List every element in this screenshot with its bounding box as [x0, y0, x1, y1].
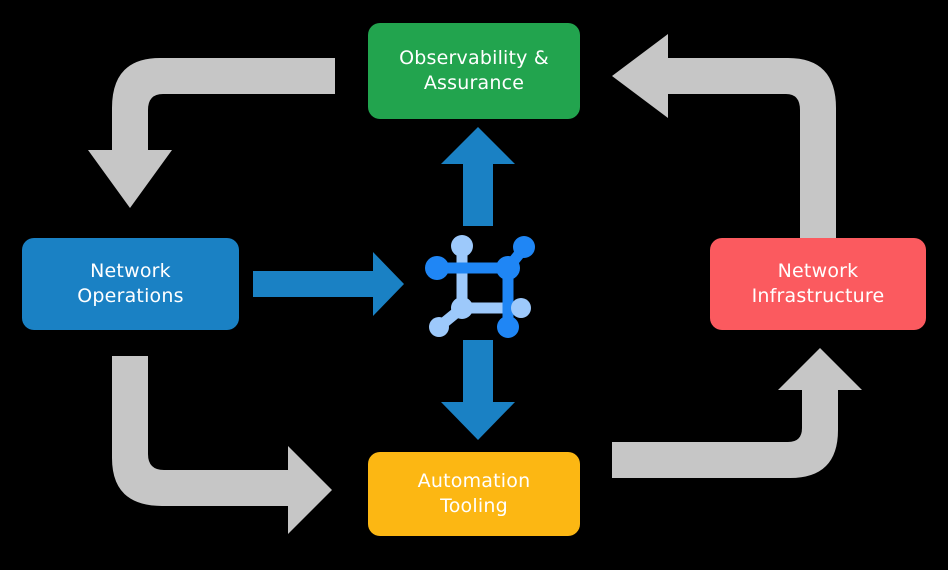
node-network-operations[interactable]: Network Operations — [22, 238, 239, 330]
node-operations-label: Network Operations — [77, 259, 184, 307]
arrow-automation-to-infrastructure — [612, 348, 862, 478]
arrow-observability-to-operations — [88, 58, 335, 208]
topology-nodes-primary — [425, 236, 535, 338]
arrow-infrastructure-to-observability — [612, 34, 836, 242]
node-observability-assurance[interactable]: Observability & Assurance — [368, 23, 580, 119]
node-automation-label: Automation Tooling — [417, 469, 531, 517]
arrow-center-to-observability — [441, 127, 515, 226]
arrow-center-to-automation — [441, 340, 515, 440]
node-network-infrastructure[interactable]: Network Infrastructure — [710, 238, 926, 330]
topology-nodes-secondary — [429, 235, 531, 337]
node-infrastructure-label: Network Infrastructure — [751, 259, 885, 307]
arrow-operations-to-center — [253, 252, 404, 316]
arrow-operations-to-automation — [112, 356, 332, 534]
node-observability-label: Observability & Assurance — [399, 46, 549, 94]
network-topology-icon — [420, 220, 540, 340]
network-topology-glyph — [425, 235, 535, 338]
node-automation-tooling[interactable]: Automation Tooling — [368, 452, 580, 536]
